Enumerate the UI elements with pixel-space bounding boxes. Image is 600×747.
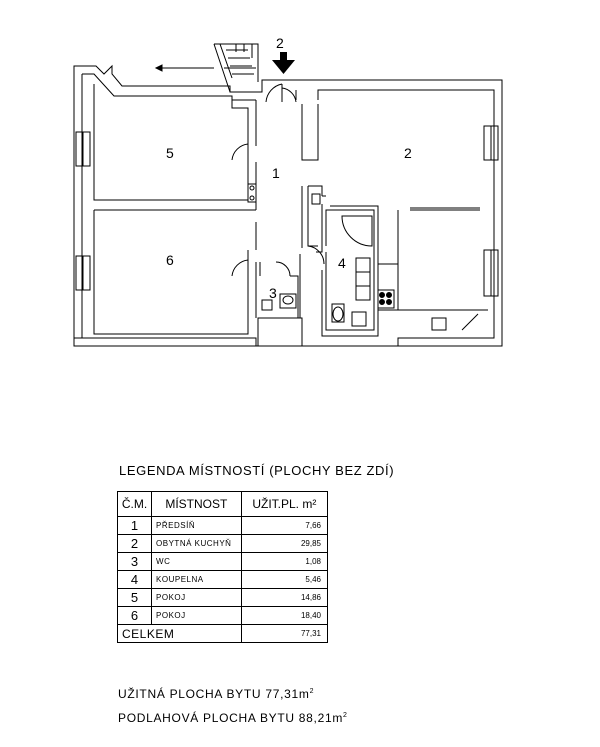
entrance-arrow-icon bbox=[272, 52, 295, 74]
unit-exponent: 2 bbox=[343, 712, 348, 719]
table-row: 1 PŘEDSÍŇ 7,66 bbox=[116, 516, 329, 535]
room-area: 18,40 bbox=[240, 606, 329, 625]
usable-area-value: 77,31m bbox=[265, 687, 310, 701]
room-number: 3 bbox=[116, 552, 153, 571]
room-number: 2 bbox=[116, 534, 153, 553]
room-label-3: 3 bbox=[269, 285, 277, 301]
room-number: 4 bbox=[116, 570, 153, 589]
room-name: POKOJ bbox=[151, 606, 242, 625]
unit-exponent: 2 bbox=[309, 688, 315, 695]
total-row: CELKEM 77,31 bbox=[117, 624, 329, 643]
total-label: CELKEM bbox=[117, 624, 242, 643]
room-area: 1,08 bbox=[240, 552, 329, 571]
outer-wall bbox=[73, 64, 503, 347]
header-area: UŽIT.PL. m² bbox=[240, 491, 329, 517]
direction-arrow-line bbox=[154, 64, 256, 72]
staircase bbox=[213, 43, 259, 93]
room-area: 5,46 bbox=[240, 570, 329, 589]
room-number: 5 bbox=[116, 588, 153, 607]
table-row: 6 POKOJ 18,40 bbox=[116, 606, 329, 625]
room-label-1: 1 bbox=[272, 165, 280, 181]
room-label-6: 6 bbox=[166, 252, 174, 268]
header-number: Č.M. bbox=[116, 491, 153, 517]
table-row: 4 KOUPELNA 5,46 bbox=[116, 570, 329, 589]
room-area: 14,86 bbox=[240, 588, 329, 607]
room-name: OBYTNÁ KUCHYŇ bbox=[151, 534, 242, 553]
table-row: 3 WC 1,08 bbox=[116, 552, 329, 571]
room-label-4: 4 bbox=[338, 255, 346, 271]
fixtures bbox=[247, 183, 479, 331]
door bbox=[231, 83, 325, 277]
header-room: MÍSTNOST bbox=[151, 491, 242, 517]
room-name: KOUPELNA bbox=[151, 570, 242, 589]
window bbox=[75, 125, 499, 297]
legend-header-row: Č.M. MÍSTNOST UŽIT.PL. m² bbox=[116, 491, 329, 517]
floor-area-summary: PODLAHOVÁ PLOCHA BYTU 88,21m2 bbox=[118, 711, 348, 725]
usable-area-label: UŽITNÁ PLOCHA BYTU bbox=[118, 687, 262, 701]
room-name: PŘEDSÍŇ bbox=[151, 516, 242, 535]
room-name: POKOJ bbox=[151, 588, 242, 607]
room-area: 29,85 bbox=[240, 534, 329, 553]
room-label-5: 5 bbox=[166, 145, 174, 161]
entrance-label: 2 bbox=[276, 35, 284, 51]
floor-area-label: PODLAHOVÁ PLOCHA BYTU bbox=[118, 711, 295, 725]
total-value: 77,31 bbox=[240, 624, 329, 643]
room-area: 7,66 bbox=[240, 516, 329, 535]
room-number: 6 bbox=[116, 606, 153, 625]
floor-area-value: 88,21m bbox=[298, 711, 344, 725]
room-legend-table: Č.M. MÍSTNOST UŽIT.PL. m² 1 PŘEDSÍŇ 7,66… bbox=[116, 491, 329, 643]
usable-area-summary: UŽITNÁ PLOCHA BYTU 77,31m2 bbox=[118, 687, 314, 701]
legend-title: LEGENDA MÍSTNOSTÍ (PLOCHY BEZ ZDÍ) bbox=[119, 463, 395, 478]
table-row: 2 OBYTNÁ KUCHYŇ 29,85 bbox=[116, 534, 329, 553]
room-name: WC bbox=[151, 552, 242, 571]
floor-plan: 2 1 2 3 4 5 6 bbox=[73, 35, 503, 347]
table-row: 5 POKOJ 14,86 bbox=[116, 588, 329, 607]
room-number: 1 bbox=[116, 516, 153, 535]
room-label-2: 2 bbox=[404, 145, 412, 161]
interior-wall bbox=[93, 84, 488, 337]
